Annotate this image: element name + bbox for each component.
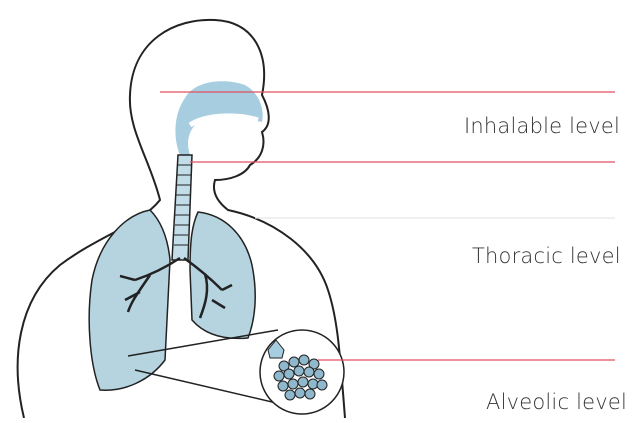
left-lung: [89, 210, 170, 390]
trachea: [172, 155, 192, 260]
thoracic-level-label: Thoracic level: [472, 244, 621, 268]
inhalable-level-label: Inhalable level: [464, 114, 620, 138]
right-lung: [190, 212, 255, 338]
alveolic-level-label: Alveolic level: [486, 390, 627, 414]
